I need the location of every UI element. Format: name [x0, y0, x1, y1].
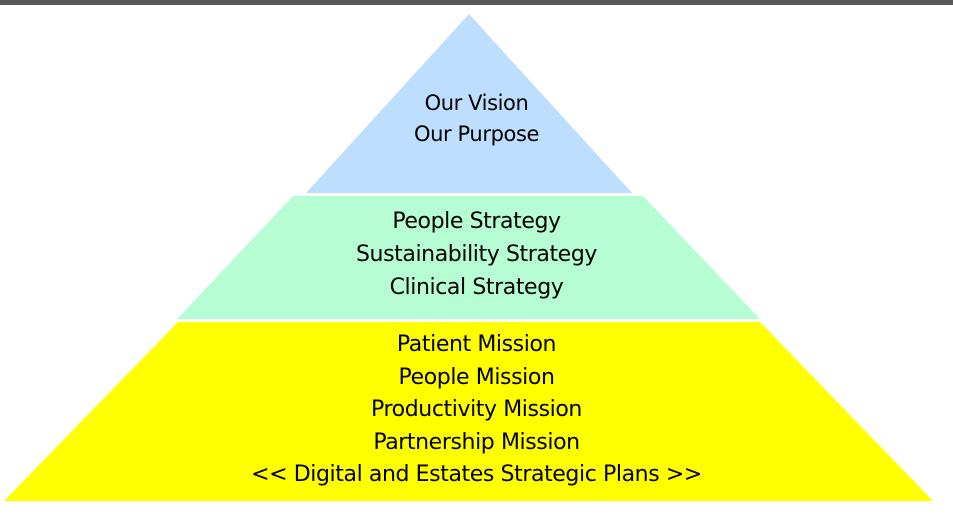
pyramid-tier-top [306, 14, 632, 193]
tier-bottom-line: Productivity Mission [371, 397, 582, 422]
tier-bottom-line: << Digital and Estates Strategic Plans >… [251, 462, 702, 487]
pyramid-tier-middle [177, 196, 760, 319]
tier-bottom-text: Patient Mission People Mission Productiv… [0, 329, 953, 492]
pyramid-tier-bottom [4, 322, 933, 501]
tier-bottom-line: Patient Mission [396, 332, 557, 357]
tier-top-text: Our Vision Our Purpose [0, 88, 953, 150]
tier-middle-line: Sustainability Strategy [355, 242, 598, 267]
tier-bottom-line: Partnership Mission [373, 429, 580, 455]
tier-top-line: Our Vision [424, 91, 529, 115]
tier-top-line: Our Purpose [413, 122, 540, 146]
tier-bottom-line: People Mission [398, 364, 555, 390]
tier-middle-line: People Strategy [392, 209, 561, 234]
top-bar [0, 0, 953, 5]
tier-middle-text: People Strategy Sustainability Strategy … [0, 205, 953, 304]
tier-middle-line: Clinical Strategy [389, 275, 564, 300]
